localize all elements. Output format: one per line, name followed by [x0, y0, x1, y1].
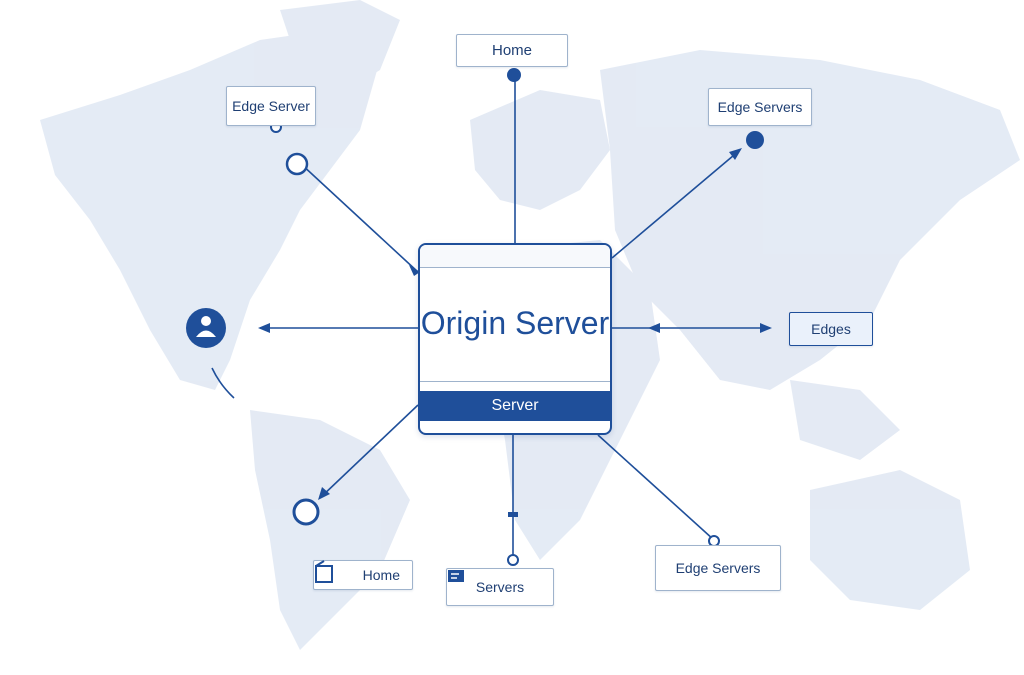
- label-top[interactable]: Home: [456, 34, 568, 67]
- connector-bottom-right: [597, 434, 715, 541]
- server-icon: [448, 570, 464, 582]
- continent-se-asia: [790, 380, 900, 460]
- label-top-right-text: Edge Servers: [717, 99, 803, 115]
- label-bottom-right[interactable]: Edge Servers: [655, 545, 781, 591]
- continent-australia: [810, 470, 970, 610]
- label-bottom-left-text: Home: [362, 567, 400, 583]
- origin-server-card[interactable]: Origin Server Server: [418, 243, 612, 435]
- continent-greenland: [280, 0, 400, 95]
- label-top-left-text: Edge Server: [232, 98, 310, 114]
- arrowhead-top-right: [729, 148, 742, 160]
- origin-server-title: Origin Server: [420, 305, 610, 341]
- arrowhead-bottom-left: [318, 487, 330, 500]
- box-icon: [315, 560, 333, 583]
- arrowhead-right-inner: [648, 323, 660, 333]
- label-top-text: Home: [491, 42, 532, 59]
- arrowhead-left: [258, 323, 270, 333]
- arrowhead-right: [760, 323, 772, 333]
- node-top: [507, 68, 521, 82]
- origin-server-titlebar: [420, 245, 610, 268]
- arrowhead-top-left: [409, 265, 420, 276]
- connector-top-right: [611, 149, 741, 259]
- continent-europe: [470, 90, 610, 210]
- continent-asia: [600, 50, 1020, 390]
- node-top-right: [746, 131, 764, 149]
- continent-south-america: [250, 410, 410, 650]
- label-bottom-center[interactable]: Servers: [446, 568, 554, 606]
- label-top-left[interactable]: Edge Server: [226, 86, 316, 126]
- node-top-left: [285, 152, 309, 176]
- node-bottom-center-tick: [508, 512, 518, 517]
- node-user: [186, 308, 226, 348]
- label-bottom-center-text: Servers: [475, 579, 525, 595]
- node-bottom-center: [507, 554, 519, 566]
- label-bottom-right-text: Edge Servers: [675, 560, 761, 576]
- label-right[interactable]: Edges: [789, 312, 873, 346]
- user-icon: [196, 316, 216, 337]
- origin-server-footer: Server: [420, 391, 610, 421]
- label-right-text: Edges: [811, 321, 851, 337]
- origin-server-divider: [420, 381, 610, 390]
- label-top-right[interactable]: Edge Servers: [708, 88, 812, 126]
- node-bottom-left: [292, 498, 320, 526]
- connector-bottom-left: [319, 404, 419, 499]
- connector-curve-left: [211, 367, 235, 399]
- connector-top-left: [299, 162, 419, 273]
